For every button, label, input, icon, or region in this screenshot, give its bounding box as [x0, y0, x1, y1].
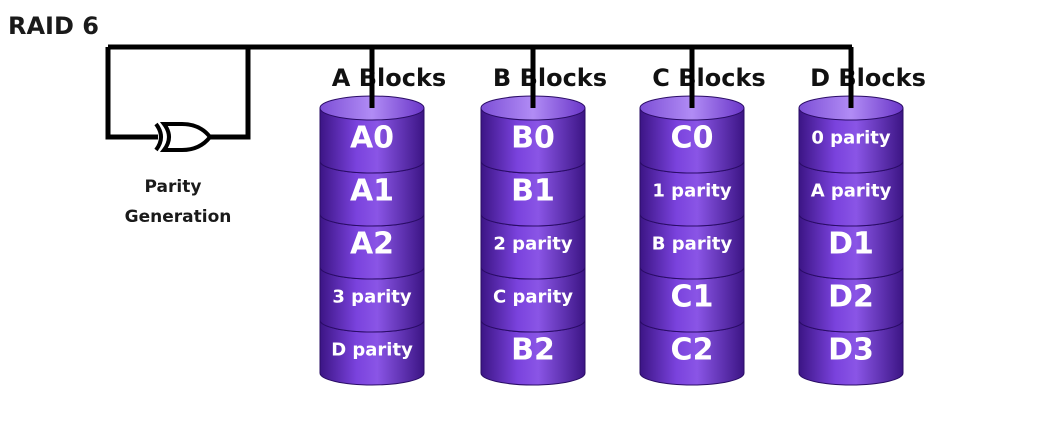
disk-d-block-label: D1	[828, 227, 874, 262]
disk-d-block-label: D3	[828, 333, 874, 368]
disk-c-header: C Blocks	[652, 64, 765, 92]
disk-d-segment	[798, 266, 904, 333]
disk-c-segment	[639, 266, 745, 333]
disk-c-block-label: C1	[671, 280, 714, 315]
disk-a-block-label: D parity	[331, 340, 413, 361]
disk-a-segment	[319, 160, 425, 227]
disk-a-block-label: A0	[350, 121, 394, 156]
disk-b-segment	[480, 213, 586, 280]
disk-c-segment	[639, 160, 745, 227]
disk-c-block-label: B parity	[652, 234, 733, 255]
disk-b-segment	[480, 107, 586, 174]
disk-b-header: B Blocks	[493, 64, 607, 92]
disk-a-segment	[319, 213, 425, 280]
disk-b-block-label: 2 parity	[493, 234, 572, 255]
disk-d-block-label: 0 parity	[811, 128, 890, 149]
disk-c-block-label: C2	[671, 333, 714, 368]
disk-a-segment	[319, 319, 425, 386]
xor-gate-icon	[154, 122, 213, 152]
disk-d-segment	[798, 319, 904, 386]
disk-a-block-label: A2	[350, 227, 394, 262]
disk-a-block-label: 3 parity	[332, 287, 411, 308]
disk-b-block-label: C parity	[493, 287, 573, 308]
disk-d-block-label: D2	[828, 280, 874, 315]
disk-c-block-label: C0	[671, 121, 714, 156]
disk-b-block-label: B2	[511, 333, 555, 368]
disk-d-segment	[798, 160, 904, 227]
disk-c-segment	[639, 107, 745, 174]
disk-a-segment	[319, 107, 425, 174]
disk-a-block-label: A1	[350, 174, 394, 209]
diagram-title: RAID 6	[8, 12, 99, 40]
disk-c-segment	[639, 213, 745, 280]
disk-a-segment	[319, 266, 425, 333]
disk-c-segment	[639, 319, 745, 386]
disk-a-header: A Blocks	[332, 64, 446, 92]
parity-generation-label-1: Parity	[145, 177, 202, 197]
disk-c-block-label: 1 parity	[652, 181, 731, 202]
disk-b-segment	[480, 266, 586, 333]
disk-b-segment	[480, 160, 586, 227]
disk-d-segment	[798, 107, 904, 174]
disk-d-block-label: A parity	[811, 181, 892, 202]
parity-bus	[105, 44, 852, 140]
disk-d-segment	[798, 213, 904, 280]
disk-d-header: D Blocks	[810, 64, 926, 92]
disk-b-block-label: B0	[511, 121, 555, 156]
disk-b-segment	[480, 319, 586, 386]
parity-generation-label-2: Generation	[125, 207, 232, 227]
disk-b-block-label: B1	[511, 174, 555, 209]
